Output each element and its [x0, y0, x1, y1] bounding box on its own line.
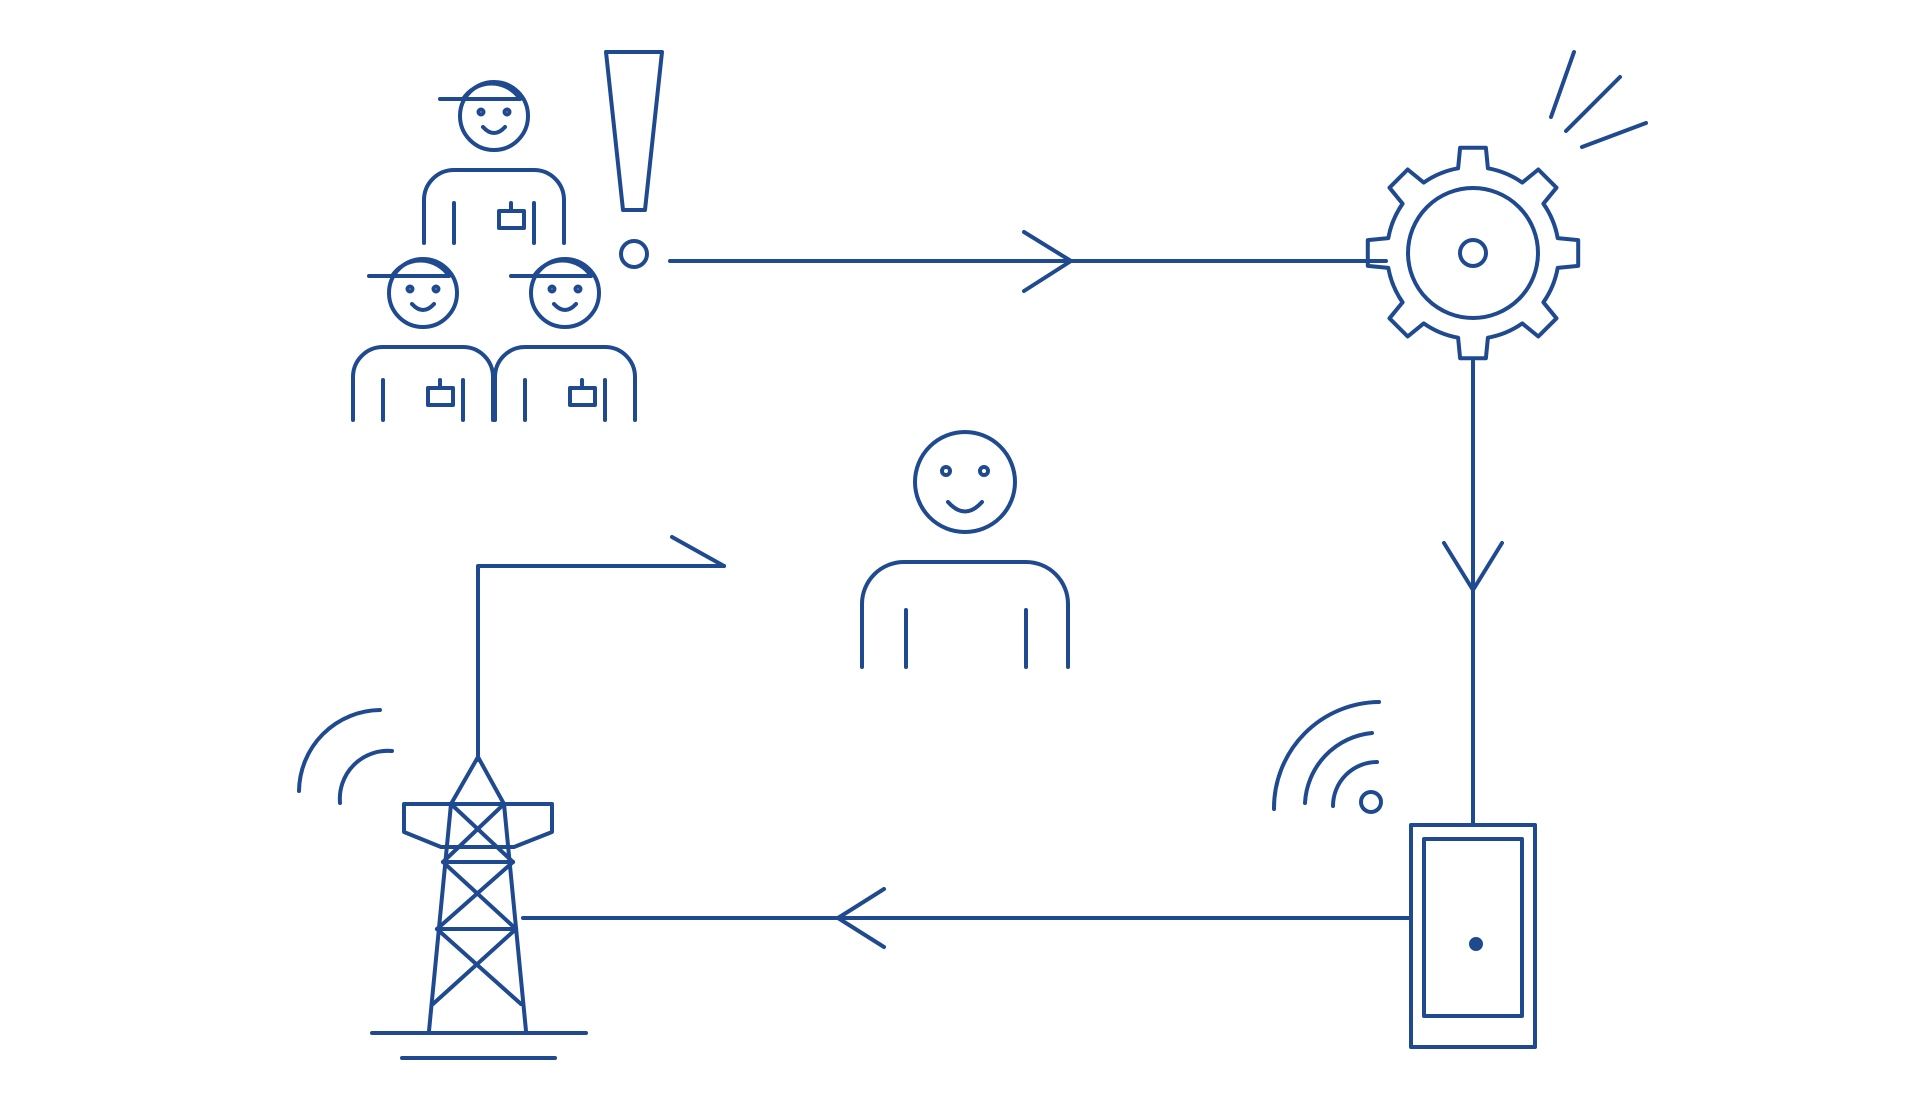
- arrow-right-icon: [1022, 230, 1073, 293]
- cabinet-device-icon: [1409, 823, 1537, 1049]
- flow-gear-to-device: [1442, 359, 1504, 825]
- worker-icon: [422, 80, 566, 245]
- arrow-down-icon: [1442, 541, 1504, 592]
- worker-icon: [351, 257, 495, 422]
- exclamation-icon: [604, 50, 664, 269]
- flow-device-to-tower: [521, 887, 1411, 949]
- flow-tower-to-user: [476, 535, 726, 757]
- wireless-signal-icon: [297, 708, 394, 805]
- worker-icon: [493, 257, 637, 422]
- gear-icon: [1365, 145, 1581, 361]
- transmission-tower-icon: [370, 755, 588, 1060]
- arrow-left-icon: [836, 887, 886, 949]
- wireless-signal-icon: [1271, 700, 1383, 814]
- person-icon: [860, 430, 1070, 669]
- gear-outline: [1365, 145, 1581, 361]
- flow-alert-to-gear: [668, 230, 1388, 293]
- arrow-right-icon: [670, 535, 726, 568]
- worker-group-icon: [351, 80, 637, 422]
- spark-lines-icon: [1549, 50, 1648, 149]
